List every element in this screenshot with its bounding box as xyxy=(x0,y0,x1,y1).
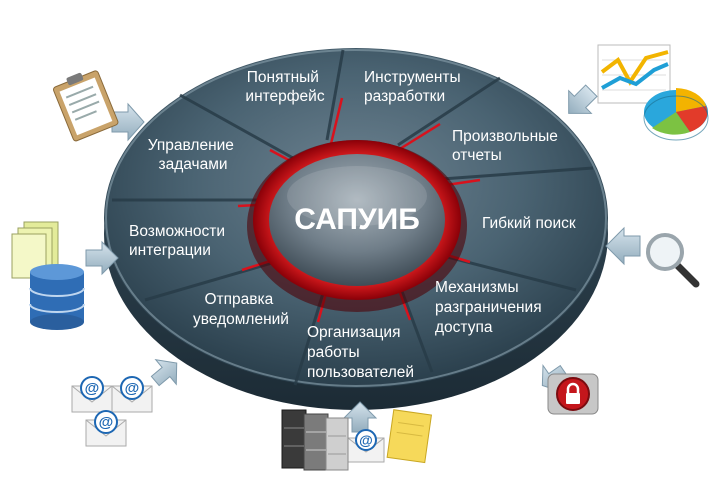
svg-text:@: @ xyxy=(359,432,373,448)
arrow-email xyxy=(150,359,178,387)
segment-label-user-organization: Организация работы пользователей xyxy=(307,324,414,381)
note-icon xyxy=(386,409,432,464)
segment-label-notifications: Отправка уведомлений xyxy=(193,291,289,328)
segment-label-flexible-search: Гибкий поиск xyxy=(482,215,576,232)
segment-label-understandable-interface: Понятный интерфейс xyxy=(245,69,324,105)
chart-icon xyxy=(597,44,709,141)
file-cabinet-icon xyxy=(281,409,349,471)
database-icon xyxy=(29,264,85,330)
segment-label-dev-tools: Инструменты разработки xyxy=(364,69,465,105)
magnifier-icon xyxy=(646,233,700,288)
center-title: САПУИБ xyxy=(294,203,420,236)
arrow-search xyxy=(605,226,641,266)
segment-label-integration: Возможности интеграции xyxy=(129,223,229,259)
clipboard-icon xyxy=(53,70,119,142)
arrow-clipboard xyxy=(111,102,145,142)
segment-label-access-control: Механизмы разграничения доступа xyxy=(435,279,546,336)
arrow-integration xyxy=(85,240,119,276)
email-icon: @ @ @ @ xyxy=(71,376,385,463)
segment-label-task-management: Управление задачами xyxy=(148,137,238,173)
svg-text:@: @ xyxy=(99,414,114,431)
center-hub xyxy=(247,140,467,312)
segment-dividers xyxy=(112,49,594,386)
lock-icon xyxy=(547,373,599,415)
svg-text:@: @ xyxy=(125,380,140,397)
svg-text:@: @ xyxy=(85,380,100,397)
segment-label-custom-reports: Произвольные отчеты xyxy=(452,128,562,164)
arrow-chart xyxy=(568,84,598,114)
